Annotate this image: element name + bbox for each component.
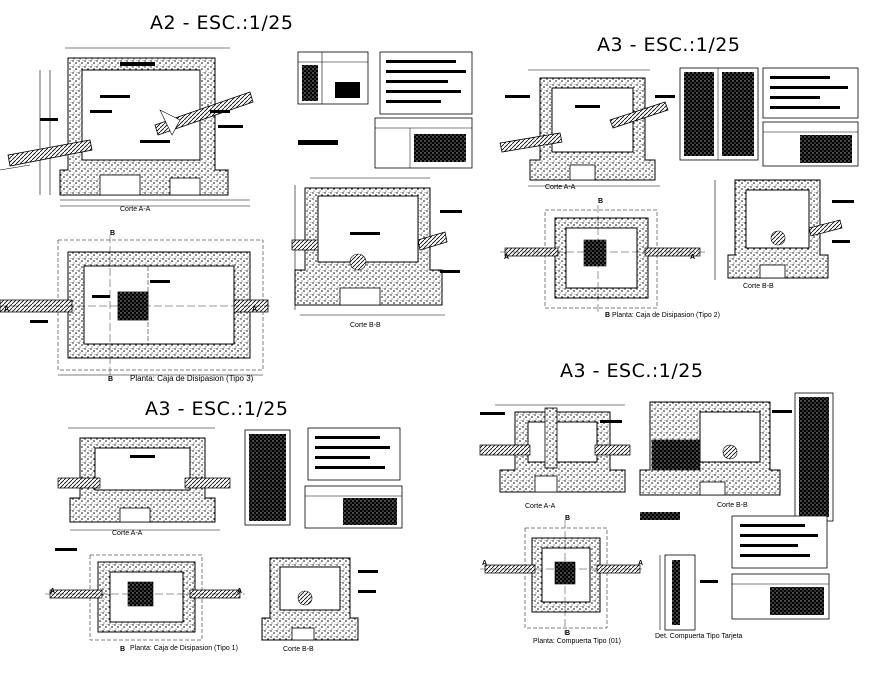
caption-corte-bb-2: Corte B-B: [743, 283, 774, 290]
sheet-a2-corte-aa: [0, 47, 254, 207]
section-marker-a-left-4: A: [482, 560, 488, 567]
caption-corte-aa-1: Corte A-A: [120, 206, 151, 213]
section-marker-b-bottom-2: B: [605, 312, 611, 319]
section-marker-a-left-1: A: [4, 306, 10, 313]
caption-det-compuerta: Det. Compuerta Tipo Tarjeta: [655, 633, 743, 640]
sheet-title-a3-compuerta: A3 - ESC.:1/25: [560, 360, 704, 382]
sheet-a3-tipo2-planta: [500, 205, 705, 315]
sheet-a3-tipo2-corte-bb: [714, 179, 854, 280]
caption-corte-aa-3: Corte A-A: [112, 530, 143, 537]
sheet-a3-tipo1-tables: [244, 427, 403, 529]
sheet-title-a3-tipo2: A3 - ESC.:1/25: [597, 34, 741, 56]
sheet-a3-compuerta-planta: [480, 520, 645, 635]
sheet-a2-planta: [0, 235, 270, 378]
sheet-a3-compuerta-corte-bb: [639, 401, 792, 496]
caption-corte-bb-3: Corte B-B: [283, 646, 314, 653]
sheet-a3-tipo2-tables: [679, 67, 859, 167]
sheet-a3-tipo1-corte-bb: [261, 557, 378, 641]
sheet-a3-compuerta-detail: [659, 554, 718, 631]
caption-corte-bb-1: Corte B-B: [350, 322, 381, 329]
sheet-a3-tipo1-planta: [45, 548, 245, 641]
section-marker-b-bottom-1: B: [108, 376, 114, 383]
sheet-a2-corte-bb: [291, 177, 462, 316]
sheet-a3-tipo2-corte-aa: [499, 69, 675, 187]
caption-corte-aa-2: Corte A-A: [545, 184, 576, 191]
section-marker-a-left-2: A: [504, 254, 510, 261]
section-marker-b-bottom-4: B: [565, 630, 571, 637]
caption-corte-bb-4: Corte B-B: [717, 502, 748, 509]
sheet-a2-tables: [297, 51, 473, 169]
section-marker-a-right-1: A: [252, 306, 258, 313]
section-marker-a-right-4: A: [638, 560, 644, 567]
section-marker-b-top-2: B: [598, 198, 604, 205]
section-marker-a-right-3: A: [237, 588, 243, 595]
sheet-a3-compuerta-corte-aa: [479, 404, 631, 493]
section-marker-a-left-3: A: [50, 588, 56, 595]
section-marker-a-right-2: A: [690, 254, 696, 261]
sheet-title-a2: A2 - ESC.:1/25: [150, 12, 294, 34]
section-marker-b-bottom-3: B: [120, 646, 126, 653]
caption-planta-tipo1: Planta: Caja de Disipasion (Tipo 1): [130, 645, 238, 652]
caption-planta-tipo2: Planta: Caja de Disipasion (Tipo 2): [612, 312, 720, 319]
caption-corte-aa-4: Corte A-A: [525, 503, 556, 510]
section-marker-b-top-1: B: [110, 230, 116, 237]
sheet-a3-tipo1-corte-aa: [57, 427, 231, 531]
sheet-title-a3-tipo1: A3 - ESC.:1/25: [145, 398, 289, 420]
section-marker-b-top-4: B: [565, 515, 571, 522]
caption-planta-tipo3: Planta: Caja de Disipasion (Tipo 3): [130, 374, 254, 383]
sheet-a3-compuerta-tables: [640, 392, 834, 620]
caption-planta-compuerta: Planta: Compuerta Tipo (01): [533, 638, 621, 645]
